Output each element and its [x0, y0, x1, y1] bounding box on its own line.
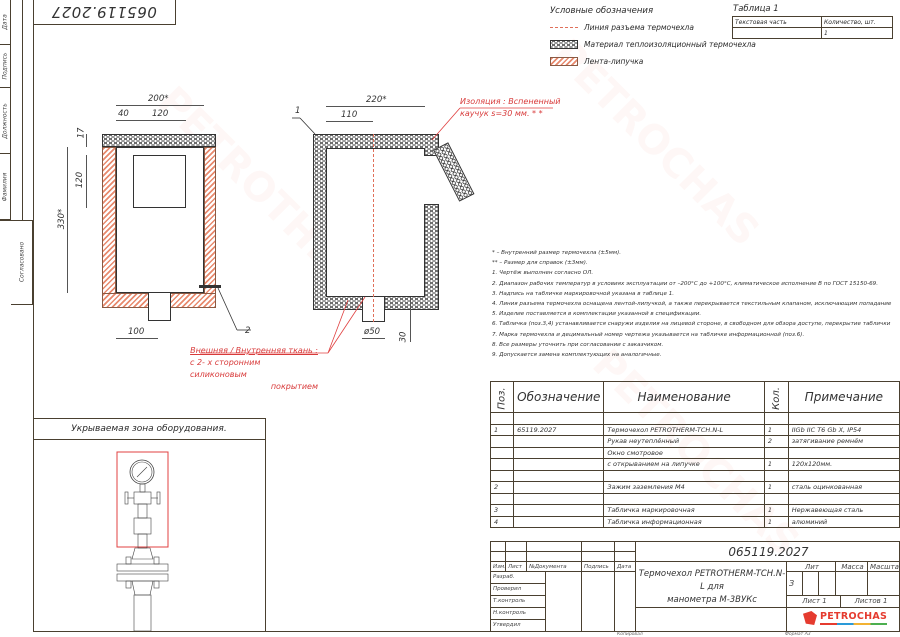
side-cell-signature: Подпись	[0, 45, 11, 88]
dashed-line-icon	[550, 26, 578, 28]
insulation-note: Изоляция : Вспененный	[460, 97, 561, 106]
petrochas-logo-icon	[803, 611, 817, 625]
legend: Условные обозначения Линия разъема термо…	[550, 6, 756, 71]
side-stamp: Дата Подпись Должность Фамилия	[0, 0, 34, 270]
insulation-leader	[431, 107, 553, 141]
title-block: Изм. Лист №Документа Подпись Дата Разраб…	[490, 541, 900, 632]
insulation-pattern-icon	[550, 39, 578, 49]
side-cell-surname: Фамилия	[0, 154, 11, 220]
legend-item: Линия разъема термочехла	[550, 20, 756, 34]
top-stamp: 065119.2027	[33, 0, 176, 25]
legend-item: Лента-липучка	[550, 54, 756, 68]
table1-title: Таблица 1	[733, 4, 779, 14]
agreed-cell: Согласовано	[11, 220, 33, 305]
side-cell-position: Должность	[0, 88, 11, 154]
table1: Текстовая часть Количество, шт. 1	[732, 16, 893, 39]
split-line	[373, 134, 374, 322]
side-cell-date: Дата	[0, 0, 11, 45]
grounding-clamp-icon	[199, 285, 221, 288]
viewing-window	[133, 155, 186, 208]
legend-item: Материал теплоизоляционный термочехла	[550, 37, 756, 51]
technical-notes: * – Внутренний размер термочехла (±5мм).…	[492, 250, 892, 359]
product-name: Термочехол PETROTHERM-TCH.N-L для маноме…	[635, 561, 787, 608]
legend-title: Условные обозначения	[550, 6, 654, 16]
rotated-drawing-number: 065119.2027	[51, 3, 157, 21]
callout-leader	[292, 117, 316, 135]
specification-table: Поз. Обозначение Наименование Кол. Приме…	[489, 381, 900, 528]
company-logo: PETROCHAS	[803, 611, 888, 625]
pressure-gauge-drawing	[116, 451, 169, 631]
fabric-leader	[200, 296, 366, 354]
callout-leader	[217, 287, 251, 331]
table-row	[489, 412, 900, 425]
table-row: Окно смотровое	[489, 446, 900, 459]
table-row	[489, 469, 900, 482]
table-row	[489, 492, 900, 505]
covered-zone: Укрываемая зона оборудования.	[33, 418, 266, 632]
zone-title: Укрываемая зона оборудования.	[33, 419, 265, 440]
title-drawing-number: 065119.2027	[635, 541, 900, 562]
drawing-frame	[33, 0, 900, 632]
fabric-note: Внешняя / Внутренняя ткань : с 2- х стор…	[190, 346, 318, 391]
hatch-pattern-icon	[550, 56, 578, 66]
